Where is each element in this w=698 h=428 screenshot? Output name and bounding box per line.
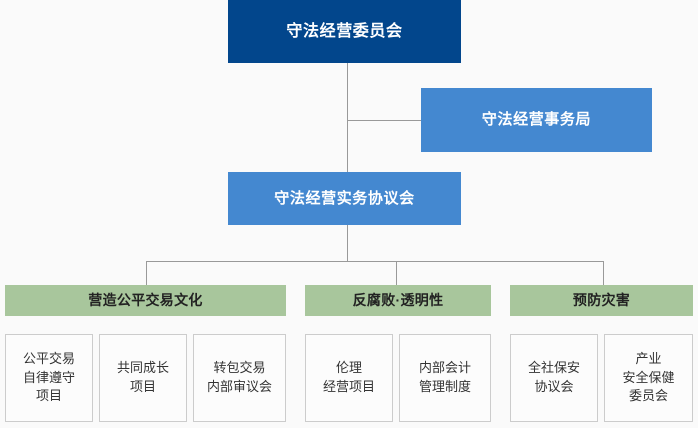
leaf-item[interactable]: 公平交易 自律遵守 项目 [5,334,93,422]
node-compliance-committee[interactable]: 守法经营委员会 [228,0,461,63]
group-header-disaster-prevention[interactable]: 预防灾害 [510,285,693,316]
node-label: 守法经营委员会 [286,22,403,40]
connector-root-vertical [347,63,348,173]
connector-drop-group-2 [396,261,397,286]
leaf-item[interactable]: 产业 安全保健 委员会 [604,334,693,422]
leaf-item[interactable]: 伦理 经营项目 [305,334,393,422]
group-header-label: 营造公平交易文化 [88,292,203,309]
node-compliance-office[interactable]: 守法经营事务局 [421,88,652,152]
leaf-item[interactable]: 转包交易 内部审议会 [193,334,286,422]
connector-drop-group-1 [146,261,147,286]
group-header-fair-trade-culture[interactable]: 营造公平交易文化 [5,285,286,316]
node-compliance-council[interactable]: 守法经营实务协议会 [228,172,461,225]
connector-root-to-office [347,120,422,121]
group-header-label: 预防灾害 [572,292,631,309]
connector-drop-group-3 [603,261,604,286]
leaf-item[interactable]: 全社保安 协议会 [510,334,598,422]
group-header-anti-corruption-transparency[interactable]: 反腐败·透明性 [305,285,491,316]
connector-distributor [146,261,604,262]
connector-council-vertical [347,225,348,262]
leaf-item[interactable]: 内部会计 管理制度 [399,334,491,422]
leaf-item[interactable]: 共同成长 项目 [99,334,187,422]
node-label: 守法经营实务协议会 [274,189,415,207]
node-label: 守法经营事务局 [481,111,592,129]
group-header-label: 反腐败·透明性 [352,292,444,309]
